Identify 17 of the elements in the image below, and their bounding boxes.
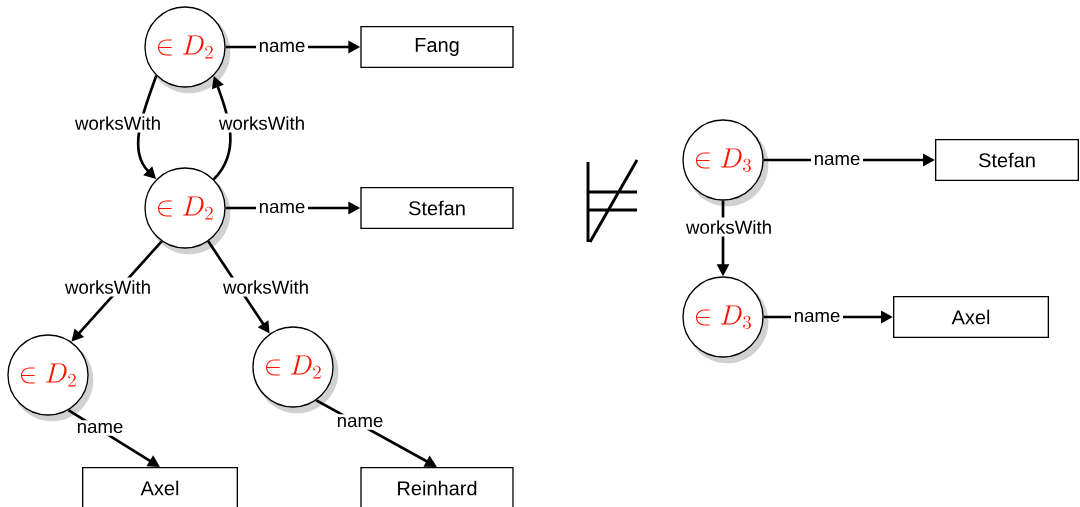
- edge-label: worksWith: [216, 113, 308, 133]
- name-box: Reinhard: [360, 467, 514, 507]
- edge-label: worksWith: [72, 113, 164, 133]
- edge-label: worksWith: [683, 217, 775, 237]
- name-box: Fang: [360, 26, 514, 68]
- name-box: Axel: [82, 467, 238, 507]
- edge-label: worksWith: [220, 277, 312, 297]
- name-box: Stefan: [360, 187, 514, 229]
- edge-label: name: [256, 200, 308, 216]
- edge-label: worksWith: [62, 277, 154, 297]
- name-box: Axel: [893, 296, 1049, 338]
- edge-label: name: [256, 39, 308, 55]
- name-box: Stefan: [935, 139, 1079, 181]
- edge-label: name: [791, 309, 844, 325]
- edge-label: name: [811, 152, 864, 168]
- edge-label: name: [74, 420, 126, 436]
- edge-label: name: [334, 414, 386, 430]
